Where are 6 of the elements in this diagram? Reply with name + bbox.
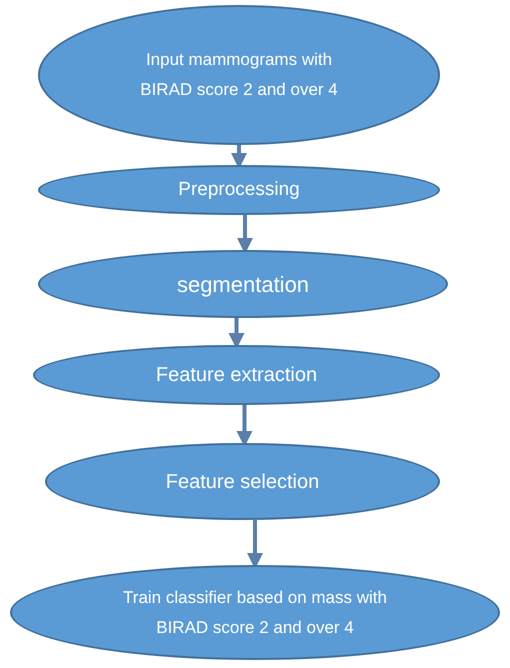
step-label: Preprocessing xyxy=(177,178,301,202)
step-label: Input mammograms with BIRAD score 2 and over 4 xyxy=(139,49,339,101)
step-label: Feature selection xyxy=(164,470,320,494)
step-label: Train classifier based on mass with BIRAD score 2 and over 4 xyxy=(122,586,388,638)
step-label: Feature extraction xyxy=(154,363,318,388)
step-label: segmentation xyxy=(176,270,310,299)
